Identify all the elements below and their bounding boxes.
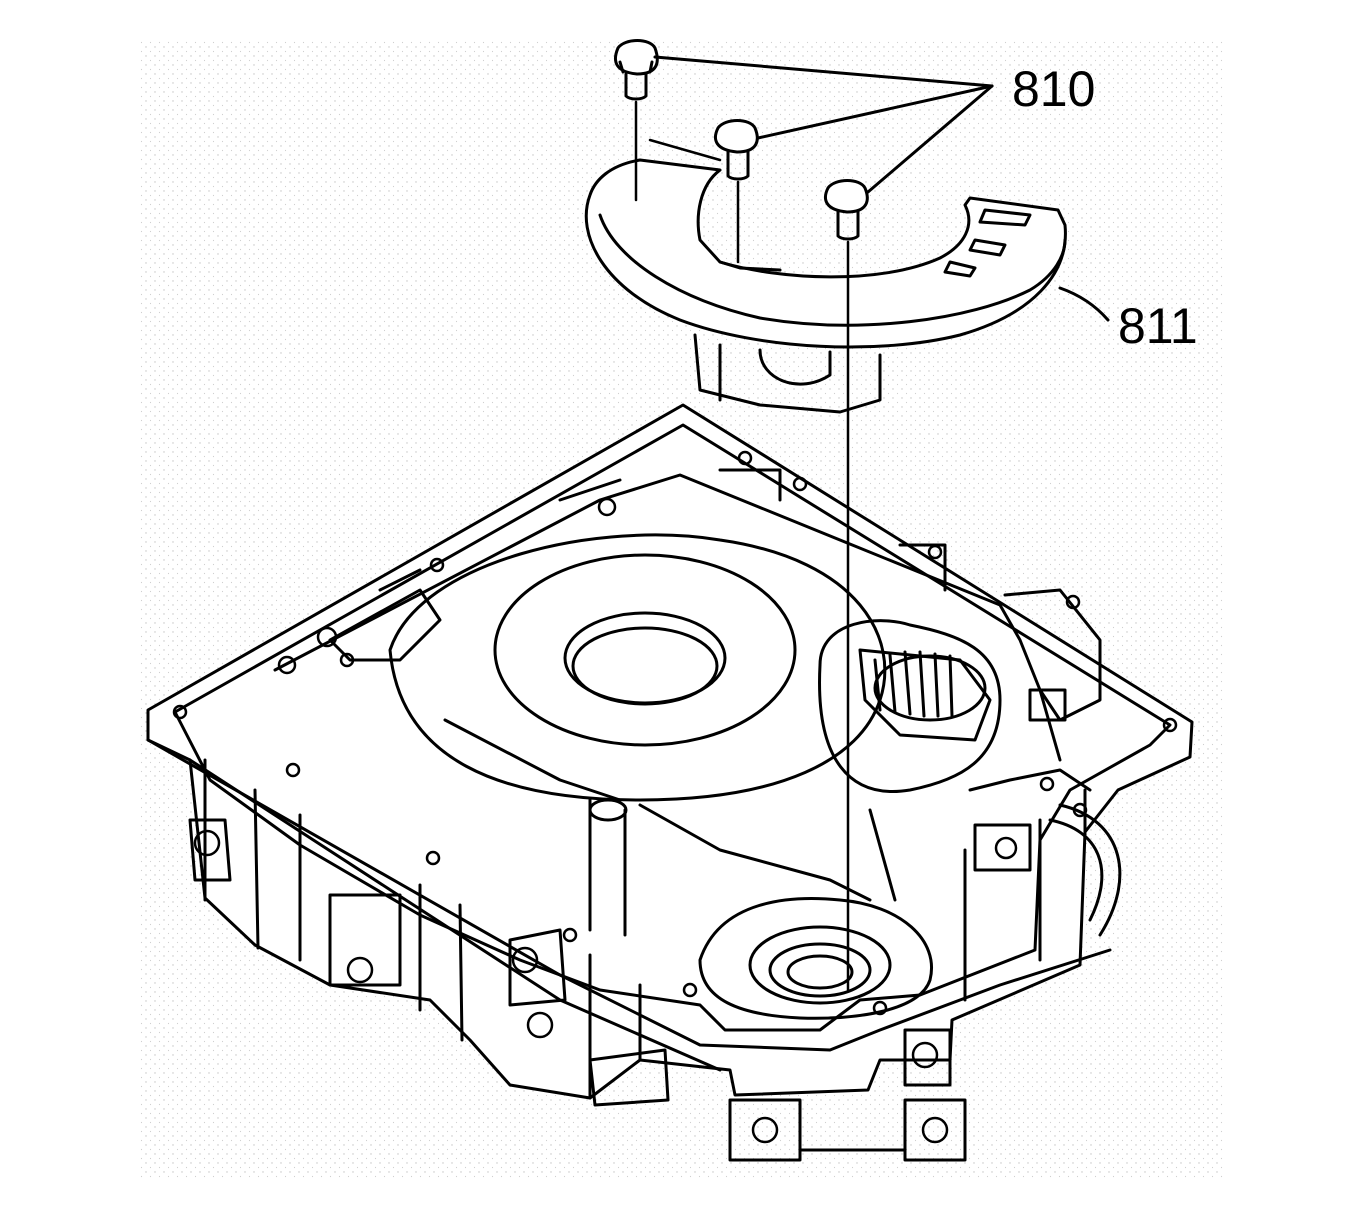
callout-811: 811: [1118, 298, 1198, 354]
bolt-2: [713, 119, 759, 181]
callout-810-leaders: [653, 55, 994, 194]
bolt-1: [613, 39, 659, 101]
callout-810: 810: [1012, 61, 1095, 117]
callout-811-leader: [1058, 286, 1110, 322]
deflector-plate: [584, 158, 1067, 414]
bolt-alignment-lines: [634, 100, 850, 992]
flange-bolt-holes: [172, 450, 1178, 1144]
bolt-3: [823, 179, 869, 241]
transmission-case: [146, 403, 1194, 1162]
